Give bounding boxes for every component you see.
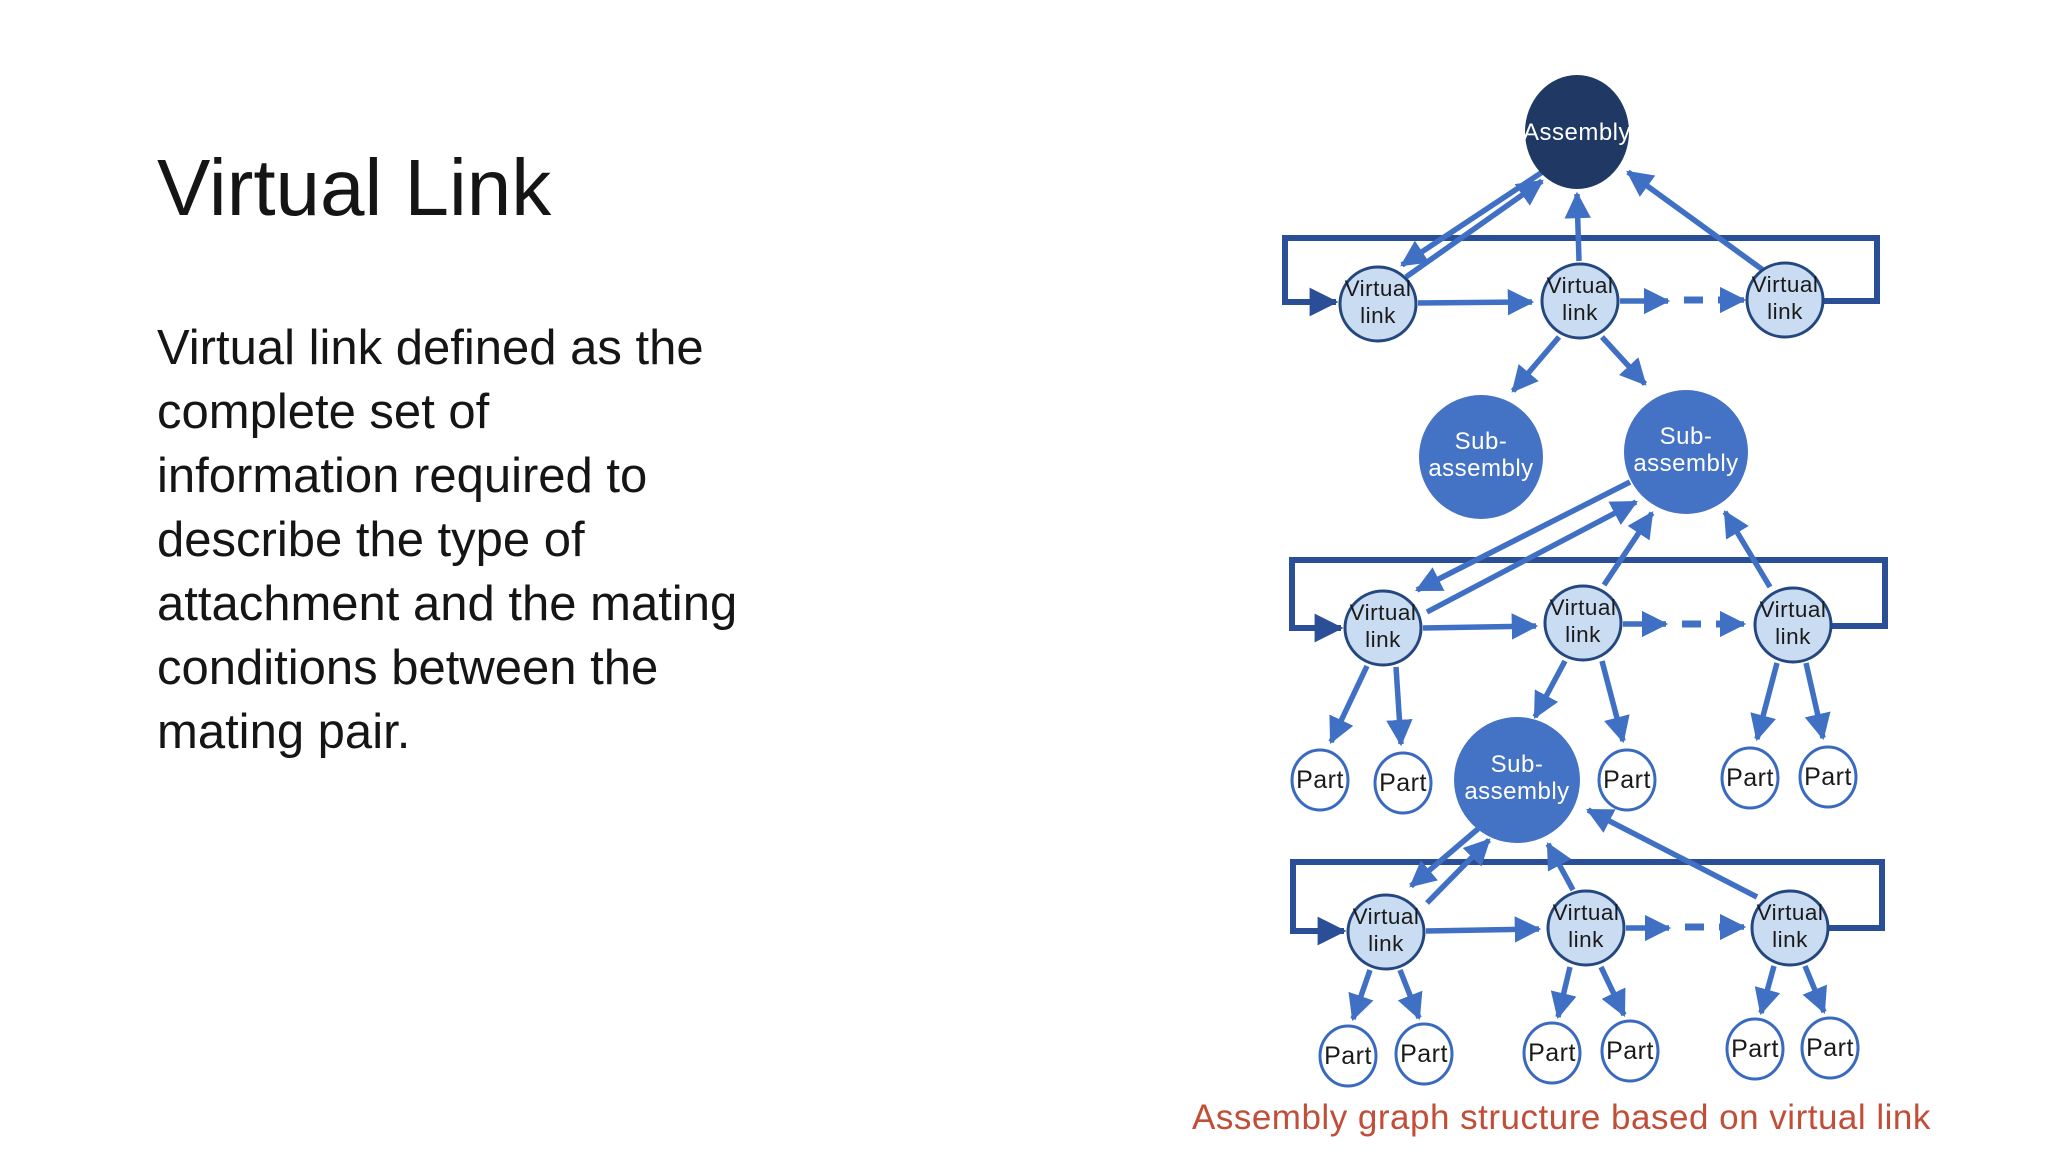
page-title: Virtual Link [157,143,552,232]
edge-arrow [1397,968,1423,1021]
part-node [1290,748,1350,812]
part-node [1318,1024,1378,1088]
part-node [1394,1022,1454,1086]
edge-arrow [1409,825,1481,889]
part-node-label: Part [1379,769,1427,797]
part-node [1725,1017,1785,1081]
edge-arrow [1422,613,1539,640]
part-node-label: Part [1400,1040,1448,1068]
diagram-caption: Assembly graph structure based on virtua… [1192,1098,1931,1137]
edge-arrow [1417,289,1535,316]
edge-arrow [1510,335,1562,393]
virtual-link-node [1745,261,1825,339]
edge-arrow [1626,169,1765,273]
part-node-label: Part [1296,766,1344,794]
edge-arrow [1425,916,1542,943]
virtual-link-node [1338,265,1418,343]
part-node-label: Part [1603,766,1651,794]
part-node [1597,748,1657,812]
subassembly-node [1419,395,1543,519]
virtual-link-node [1343,589,1423,667]
edge-arrow [1586,807,1759,900]
edge-arrow [1328,664,1370,744]
virtual-link-node [1750,889,1830,967]
edge-arrow [1415,479,1632,593]
virtual-link-node [1546,889,1626,967]
edge-arrow [1550,966,1577,1020]
virtual-link-node [1540,262,1620,340]
edge-arrow [1564,191,1591,262]
edge-arrow [1754,965,1781,1016]
edge-arrow [1425,499,1638,615]
edge-arrow [1722,510,1773,589]
edge-arrow [1599,335,1648,386]
part-node-label: Part [1606,1037,1654,1065]
edge-arrow [1532,659,1568,719]
part-node-label: Part [1804,763,1852,791]
part-node-label: Part [1731,1035,1779,1063]
edge-arrow [1425,838,1491,905]
edge-arrow [1404,178,1544,280]
part-node [1373,751,1433,815]
part-node-label: Part [1528,1039,1576,1067]
virtual-link-node [1346,893,1426,971]
part-node [1720,746,1780,810]
subassembly-node-label: Sub-assembly [1428,428,1533,482]
edge-arrow [1348,969,1374,1022]
part-node-label: Part [1324,1042,1372,1070]
part-node [1800,1016,1860,1080]
virtual-link-node [1753,586,1833,664]
subassembly-node-label: Sub-assembly [1464,751,1569,805]
edge-arrow [1400,160,1558,268]
body-text: Virtual link defined as the complete set… [157,321,738,759]
edge-arrow [1599,660,1630,744]
edge-arrow [1386,666,1413,747]
part-node [1798,745,1858,809]
edge-arrow [1803,662,1831,741]
subassembly-node [1624,390,1748,514]
edge-arrow [1802,964,1827,1015]
subassembly-node-label: Sub-assembly [1633,423,1738,477]
assembly-node-label: Assembly [1523,119,1631,146]
subassembly-node [1454,717,1580,843]
edge-arrow [1601,511,1655,587]
edge-arrow [1598,965,1627,1017]
part-node [1600,1019,1660,1083]
part-node-label: Part [1726,764,1774,792]
part-node-label: Part [1806,1034,1854,1062]
loop-rectangle [1289,557,1888,643]
virtual-link-node [1543,584,1623,662]
loop-rectangle [1290,859,1885,946]
edge-arrow [1750,662,1780,742]
edge-arrow [1545,842,1576,892]
part-node [1522,1021,1582,1085]
assembly-node [1525,75,1629,189]
